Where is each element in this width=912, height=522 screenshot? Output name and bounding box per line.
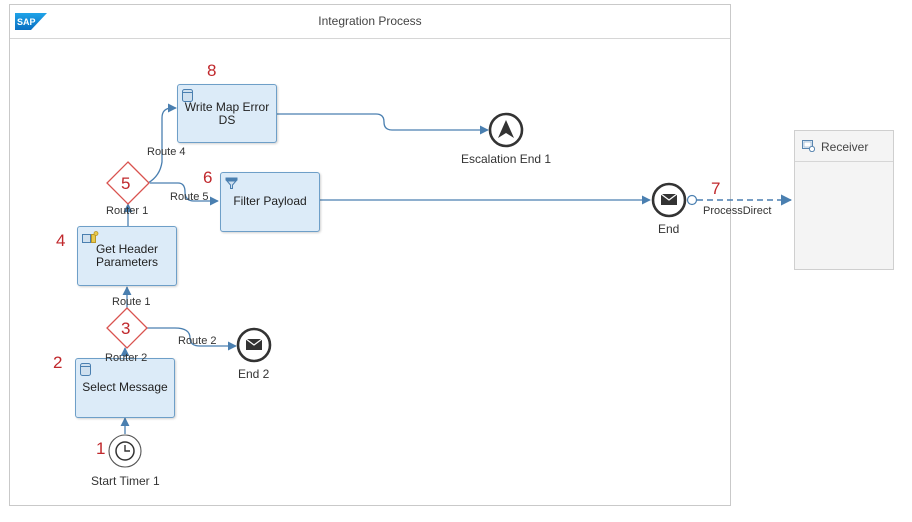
datastore-icon — [80, 363, 91, 376]
flow-route2[interactable] — [146, 327, 237, 351]
annotation-2: 2 — [53, 353, 63, 372]
message-end-event[interactable] — [651, 182, 687, 218]
end2-label: End 2 — [238, 367, 270, 381]
annotation-7: 7 — [711, 179, 721, 198]
flow-route4[interactable] — [147, 103, 177, 184]
get-header-parameters-label: Get Header Parameters — [95, 242, 159, 269]
end-label: End — [658, 222, 680, 236]
annotation-8: 8 — [207, 61, 217, 80]
pool-title: Integration Process — [318, 14, 422, 28]
svg-text:SAP: SAP — [17, 17, 36, 27]
router1-gateway[interactable] — [106, 161, 150, 205]
annotation-1: 1 — [96, 439, 106, 458]
select-message-task[interactable]: Select Message — [75, 358, 175, 418]
datastore-icon — [182, 89, 193, 102]
router2-gateway[interactable] — [106, 307, 148, 349]
select-message-label: Select Message — [82, 380, 168, 394]
route5-label: Route 5 — [170, 191, 209, 203]
annotation-3: 3 — [121, 319, 131, 338]
flow-route5[interactable] — [150, 182, 219, 206]
escalation-end-label: Escalation End 1 — [461, 152, 552, 166]
write-map-error-label: Write Map Error DS — [184, 100, 270, 127]
annotation-4: 4 — [56, 231, 66, 250]
pool-header: SAP Integration Process — [10, 5, 730, 39]
receiver-label: Receiver — [821, 140, 869, 154]
filter-payload-task[interactable]: Filter Payload — [220, 172, 320, 232]
get-header-parameters-task[interactable]: Get Header Parameters — [77, 226, 177, 286]
start-timer-label: Start Timer 1 — [91, 474, 160, 488]
router1-label: Router 1 — [106, 205, 149, 217]
annotation-6: 6 — [203, 168, 213, 187]
escalation-icon — [498, 120, 514, 138]
annotation-5: 5 — [121, 174, 131, 193]
write-map-error-task[interactable]: Write Map Error DS — [177, 84, 277, 143]
start-timer-event[interactable] — [108, 434, 142, 468]
router2-label: Router 2 — [105, 352, 148, 364]
receiver-participant[interactable]: Receiver — [794, 130, 894, 270]
sap-logo-icon: SAP — [15, 13, 47, 30]
content-modifier-icon — [82, 231, 99, 243]
message-flow-start-marker — [686, 194, 698, 206]
escalation-end-event[interactable] — [488, 112, 524, 148]
filter-payload-label: Filter Payload — [233, 194, 307, 208]
flow-write-to-escalation[interactable] — [277, 113, 489, 135]
route4-label: Route 4 — [147, 146, 186, 158]
route2-label: Route 2 — [178, 335, 217, 347]
receiver-system-icon — [802, 140, 815, 152]
message-end2-event[interactable] — [236, 327, 272, 363]
route1-label: Route 1 — [112, 296, 151, 308]
process-direct-label: ProcessDirect — [703, 205, 772, 217]
receiver-header: Receiver — [795, 131, 893, 162]
filter-icon — [225, 177, 238, 189]
